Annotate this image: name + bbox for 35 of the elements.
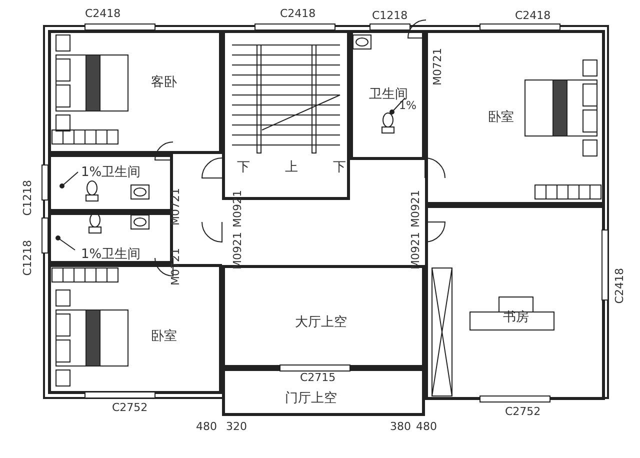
room-label: 卧室 [151,328,177,345]
opening-code: C2752 [505,406,541,418]
room-label: 1%卫生间 [81,246,141,263]
opening-code: M0721 [432,48,444,86]
dimension-label: 320 [226,421,247,433]
opening-code: C1218 [22,180,34,216]
room-outline [48,30,222,154]
room-label: 卫生间 [369,86,408,102]
stair-direction-label: 上 [285,159,298,176]
room-label: 大厅上空 [295,314,347,331]
room-label: 客卧 [151,74,177,91]
opening-code: C2418 [85,8,121,20]
room-outline [222,368,425,416]
opening-code: M0921 [232,190,244,228]
room-label: 1% [399,99,416,112]
room-label: 门厅上空 [285,390,337,407]
opening-code: C1218 [372,10,408,22]
opening-code: C2418 [280,8,316,20]
opening-code: M0721 [170,188,182,226]
opening-code: C2418 [515,10,551,22]
stair-direction-label: 下 [237,159,250,176]
stair-direction-label: 下 [333,159,346,176]
room-outline [425,205,605,400]
room-label: 1%卫生间 [81,164,141,181]
opening-code: C2418 [614,268,626,304]
opening-code: C2715 [300,372,336,384]
opening-code: M0921 [410,190,422,228]
dimension-label: 480 [196,421,217,433]
room-label: 卧室 [488,109,514,126]
opening-code: C2752 [112,402,148,414]
opening-code: C1218 [22,240,34,276]
room-outline [425,30,605,205]
dimension-label: 380 [390,421,411,433]
dimension-label: 480 [416,421,437,433]
room-outline [350,30,425,160]
